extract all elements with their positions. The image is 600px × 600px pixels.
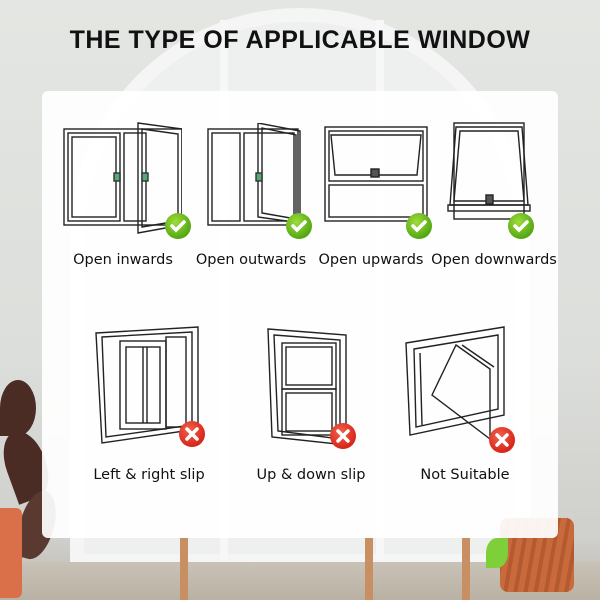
label-left-right-slip: Left & right slip <box>93 467 205 483</box>
plant-leaf-green <box>486 538 508 568</box>
check-icon <box>165 213 191 239</box>
stool-leg <box>365 538 373 600</box>
page-title: THE TYPE OF APPLICABLE WINDOW <box>69 26 531 54</box>
stool-leg <box>180 538 188 600</box>
check-icon <box>286 213 312 239</box>
label-open-upwards: Open upwards <box>318 252 424 268</box>
left-plant-pot <box>0 508 22 598</box>
window-types-panel: Open inwards Open outwards Open upwards <box>42 91 558 538</box>
cross-icon <box>330 423 356 449</box>
label-not-suitable: Not Suitable <box>420 467 510 483</box>
check-icon <box>508 213 534 239</box>
window-open-downwards <box>446 121 532 225</box>
window-open-upwards <box>323 125 429 225</box>
stool-leg <box>462 538 470 600</box>
label-up-down-slip: Up & down slip <box>256 467 366 483</box>
cross-icon <box>489 427 515 453</box>
check-icon <box>406 213 432 239</box>
plant-leaf <box>0 380 36 436</box>
cross-icon <box>179 421 205 447</box>
awning-window-icon <box>324 126 428 222</box>
window-open-inwards <box>62 121 182 236</box>
label-open-outwards: Open outwards <box>195 252 307 268</box>
casement-inward-window-icon <box>63 122 182 234</box>
label-open-downwards: Open downwards <box>431 252 557 268</box>
hopper-window-icon <box>447 122 531 220</box>
label-open-inwards: Open inwards <box>73 252 173 268</box>
